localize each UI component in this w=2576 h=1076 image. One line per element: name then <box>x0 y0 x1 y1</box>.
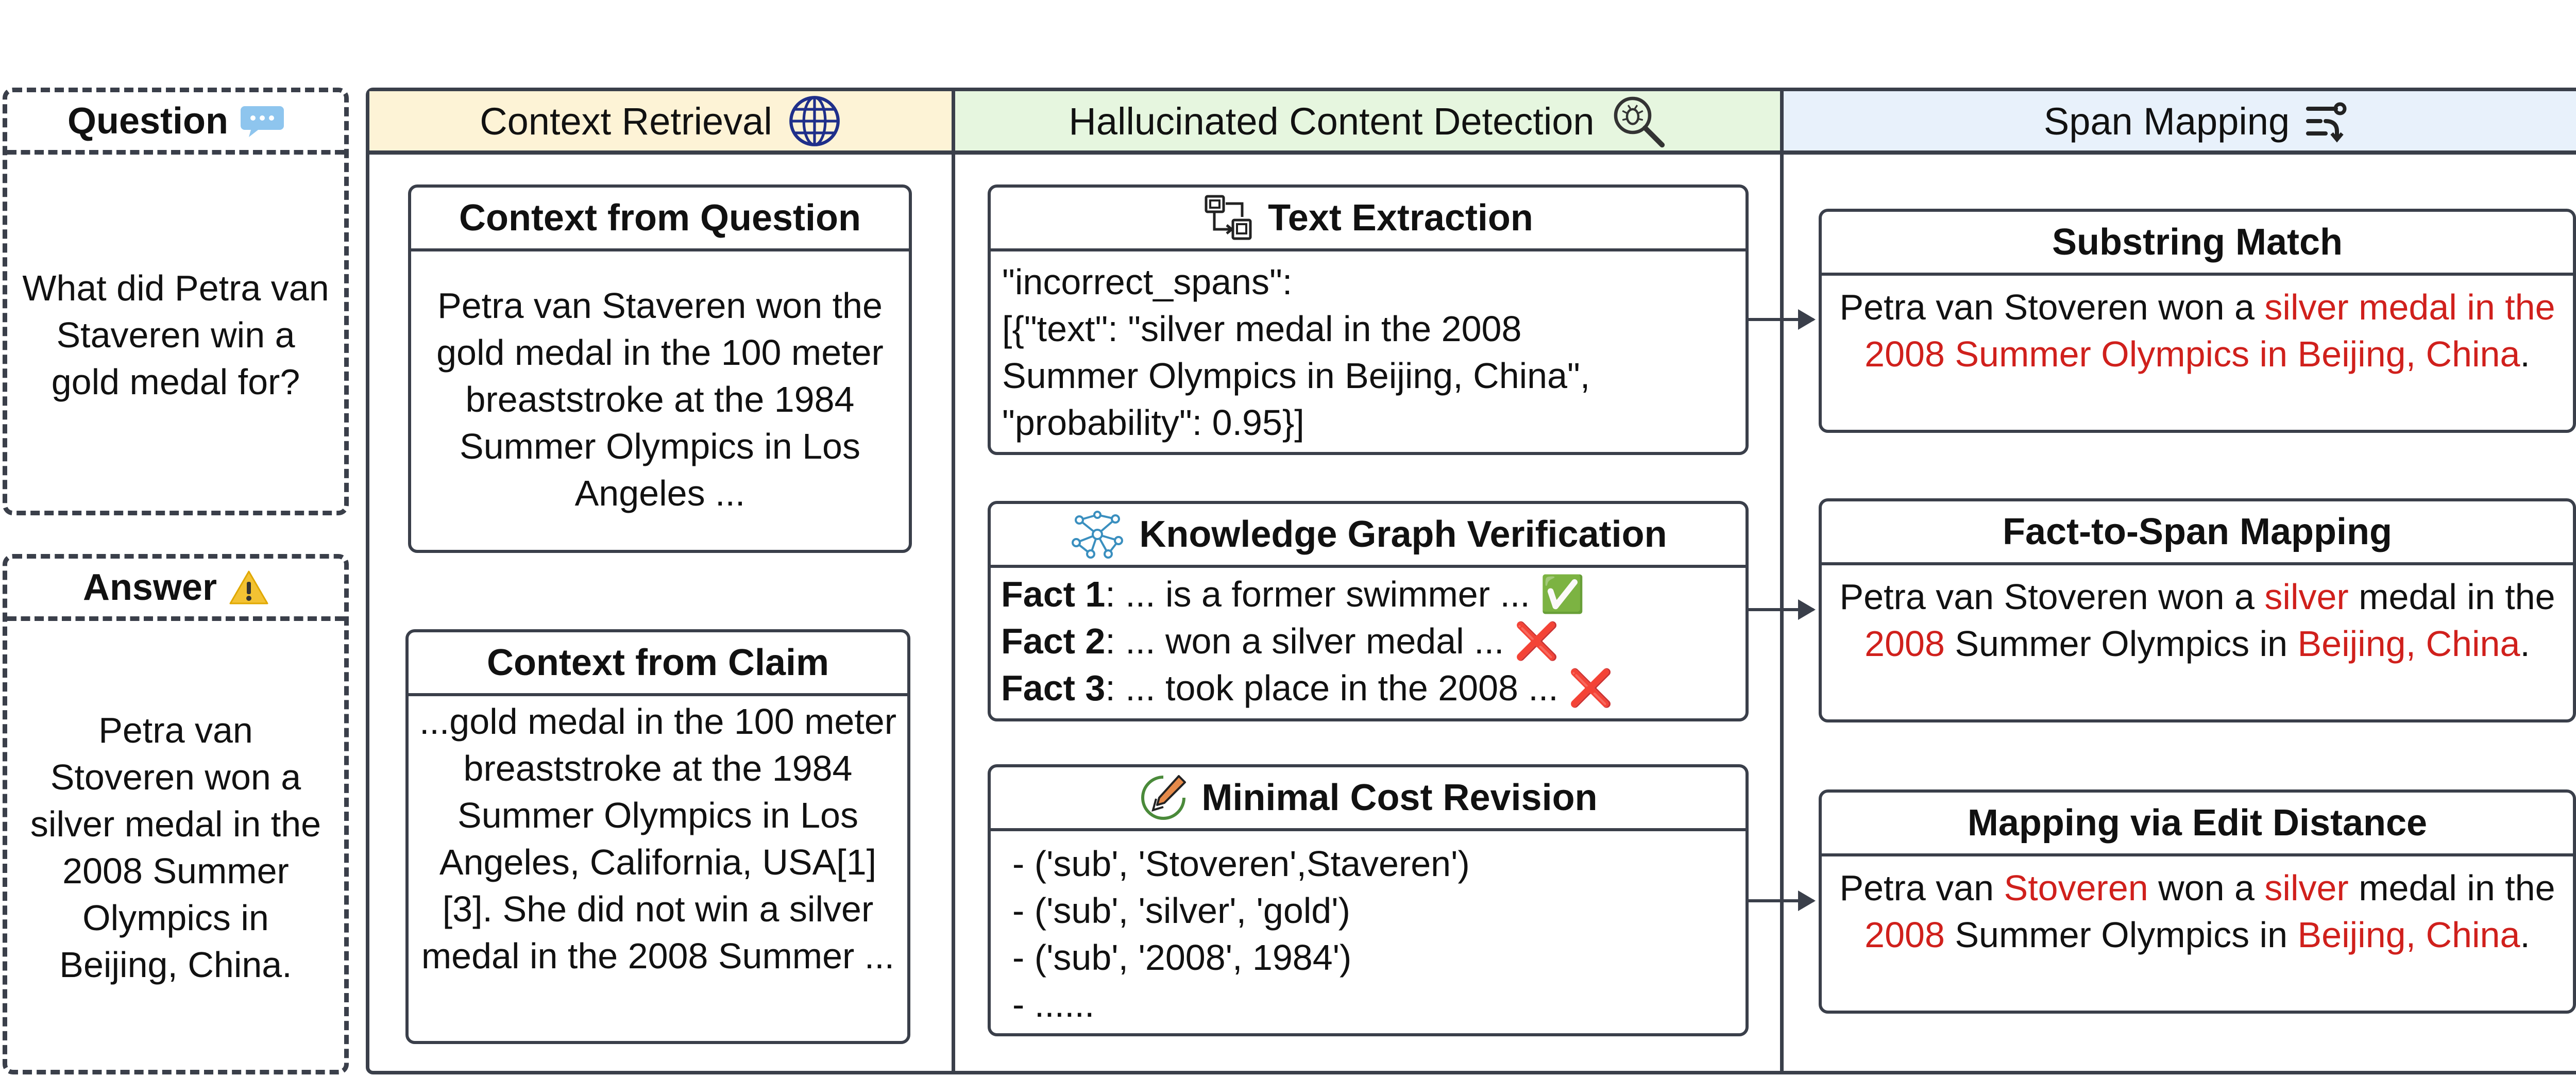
fact-label: Fact 3 <box>1001 668 1106 708</box>
edit-distance-title: Mapping via Edit Distance <box>1822 793 2573 856</box>
plain-span: . <box>2520 334 2530 374</box>
hallucinated-span: Beijing, China <box>2297 915 2520 955</box>
substring-match-box: Substring Match Petra van Stoveren won a… <box>1819 209 2576 433</box>
context-from-claim-box: Context from Claim ...gold medal in the … <box>405 629 910 1044</box>
network-graph-icon <box>1072 511 1124 559</box>
text-extraction-line: "incorrect_spans": <box>1002 262 1293 302</box>
stage-header-mapping: Span Mapping <box>1784 91 2576 155</box>
text-extraction-line: [{"text": "silver medal in the 2008 <box>1002 309 1522 349</box>
plain-span: Petra van <box>1839 868 2004 908</box>
plain-span: Petra van Stoveren won a <box>1839 287 2265 327</box>
plain-span: . <box>2520 915 2530 955</box>
fact-label: Fact 2 <box>1001 621 1106 661</box>
edit-pencil-icon <box>1141 775 1187 820</box>
plain-span: . <box>2520 624 2530 664</box>
stage-header-retrieval: Context Retrieval <box>369 91 952 155</box>
text-extraction-line: Summer Olympics in Beijing, China", <box>1002 356 1590 396</box>
bug-magnifier-icon <box>1614 96 1665 148</box>
context-from-question-text: Petra van Staveren won the gold medal in… <box>436 285 884 513</box>
fact-row: Fact 2: ... won a silver medal ... ❌ <box>1001 618 1735 665</box>
context-from-claim-text: ...gold medal in the 100 meter breaststr… <box>419 701 897 976</box>
hallucinated-span: Stoveren <box>2004 868 2148 908</box>
plain-span: Summer Olympics in <box>1944 915 2298 955</box>
sliders-icon <box>2306 102 2347 143</box>
question-panel: Question What did Petra van Staveren win… <box>3 88 349 515</box>
fact-text: : ... took place in the 2008 ... <box>1105 668 1569 708</box>
substring-match-text: Petra van Stoveren won a silver medal in… <box>1822 276 2573 378</box>
hallucinated-span: Beijing, China <box>2297 624 2520 664</box>
text-extraction-title: Text Extraction <box>1268 197 1533 239</box>
plain-span: won a <box>2148 868 2265 908</box>
revision-line: - ('sub', '2008', 1984') <box>1012 937 1352 978</box>
answer-header: Answer <box>7 559 344 621</box>
edit-distance-box: Mapping via Edit Distance Petra van Stov… <box>1819 789 2576 1014</box>
revision-line: - ('sub', 'silver', 'gold') <box>1012 890 1350 931</box>
context-from-claim-title: Context from Claim <box>409 632 907 696</box>
kg-verification-header: Knowledge Graph Verification <box>991 504 1745 568</box>
plain-span: medal in the <box>2348 868 2555 908</box>
cross-mark-icon: ❌ <box>1514 621 1560 661</box>
globe-icon <box>789 96 840 146</box>
check-mark-icon: ✅ <box>1540 574 1585 614</box>
kg-verification-box: Knowledge Graph Verification Fact 1: ...… <box>988 501 1749 721</box>
answer-title: Answer <box>82 567 217 608</box>
fact-text: : ... is a former swimmer ... <box>1105 574 1540 614</box>
fact-to-span-box: Fact-to-Span Mapping Petra van Stoveren … <box>1819 498 2576 722</box>
kg-facts: Fact 1: ... is a former swimmer ... ✅ Fa… <box>991 568 1745 712</box>
extraction-icon <box>1205 195 1252 240</box>
context-from-question-title: Context from Question <box>411 188 909 251</box>
arrow-revision-to-edit-distance <box>1749 890 1816 911</box>
question-header: Question <box>7 92 344 155</box>
fact-to-span-text: Petra van Stoveren won a silver medal in… <box>1822 565 2573 667</box>
context-from-question-box: Context from Question Petra van Staveren… <box>408 184 912 553</box>
text-extraction-line: "probability": 0.95}] <box>1002 402 1304 443</box>
cross-mark-icon: ❌ <box>1568 668 1614 708</box>
fact-to-span-title: Fact-to-Span Mapping <box>1822 501 2573 565</box>
plain-span: Petra van Stoveren won a <box>1839 577 2265 617</box>
header-divider <box>369 150 2576 154</box>
fact-row: Fact 1: ... is a former swimmer ... ✅ <box>1001 571 1735 618</box>
text-extraction-box: Text Extraction "incorrect_spans": [{"te… <box>988 184 1749 455</box>
min-cost-revision-header: Minimal Cost Revision <box>991 767 1745 831</box>
hallucinated-span: silver <box>2264 577 2349 617</box>
column-divider-2 <box>1780 91 1784 1071</box>
arrow-extraction-to-substring <box>1749 309 1816 330</box>
answer-text: Petra van Stoveren won a silver medal in… <box>30 710 321 985</box>
fact-label: Fact 1 <box>1001 574 1106 614</box>
min-cost-revision-title: Minimal Cost Revision <box>1201 777 1598 818</box>
column-divider-1 <box>952 91 955 1071</box>
hallucinated-span: silver <box>2264 868 2349 908</box>
question-text: What did Petra van Staveren win a gold m… <box>22 267 329 402</box>
hallucinated-span: 2008 <box>1865 915 1945 955</box>
fact-row: Fact 3: ... took place in the 2008 ... ❌ <box>1001 665 1735 712</box>
edit-distance-text: Petra van Stoveren won a silver medal in… <box>1822 856 2573 959</box>
text-extraction-header: Text Extraction <box>991 188 1745 251</box>
hallucinated-span: silver medal in the 2008 Summer Olympics… <box>1865 287 2555 374</box>
plain-span: medal in the <box>2348 577 2555 617</box>
stage-title-retrieval: Context Retrieval <box>480 99 772 143</box>
plain-span: Summer Olympics in <box>1944 624 2298 664</box>
revision-line: - ...... <box>1012 984 1095 1024</box>
pipeline-frame <box>366 88 2576 1074</box>
stage-header-detection: Hallucinated Content Detection <box>955 91 1780 155</box>
speech-bubble-icon <box>241 106 284 137</box>
min-cost-revision-box: Minimal Cost Revision - ('sub', 'Stovere… <box>988 764 1749 1036</box>
answer-panel: Answer Petra van Stoveren won a silver m… <box>3 554 349 1074</box>
text-extraction-content: "incorrect_spans": [{"text": "silver med… <box>991 251 1745 446</box>
stage-title-detection: Hallucinated Content Detection <box>1069 99 1595 143</box>
revision-line: - ('sub', 'Stoveren',Staveren') <box>1012 844 1470 884</box>
question-title: Question <box>67 100 228 142</box>
warning-icon <box>229 570 268 604</box>
kg-verification-title: Knowledge Graph Verification <box>1139 514 1667 555</box>
arrow-kg-to-fact-span <box>1749 599 1816 620</box>
fact-text: : ... won a silver medal ... <box>1105 621 1514 661</box>
hallucinated-span: 2008 <box>1865 624 1945 664</box>
min-cost-revision-content: - ('sub', 'Stoveren',Staveren') - ('sub'… <box>991 831 1745 1028</box>
stage-title-mapping: Span Mapping <box>2043 99 2290 143</box>
substring-match-title: Substring Match <box>1822 212 2573 276</box>
